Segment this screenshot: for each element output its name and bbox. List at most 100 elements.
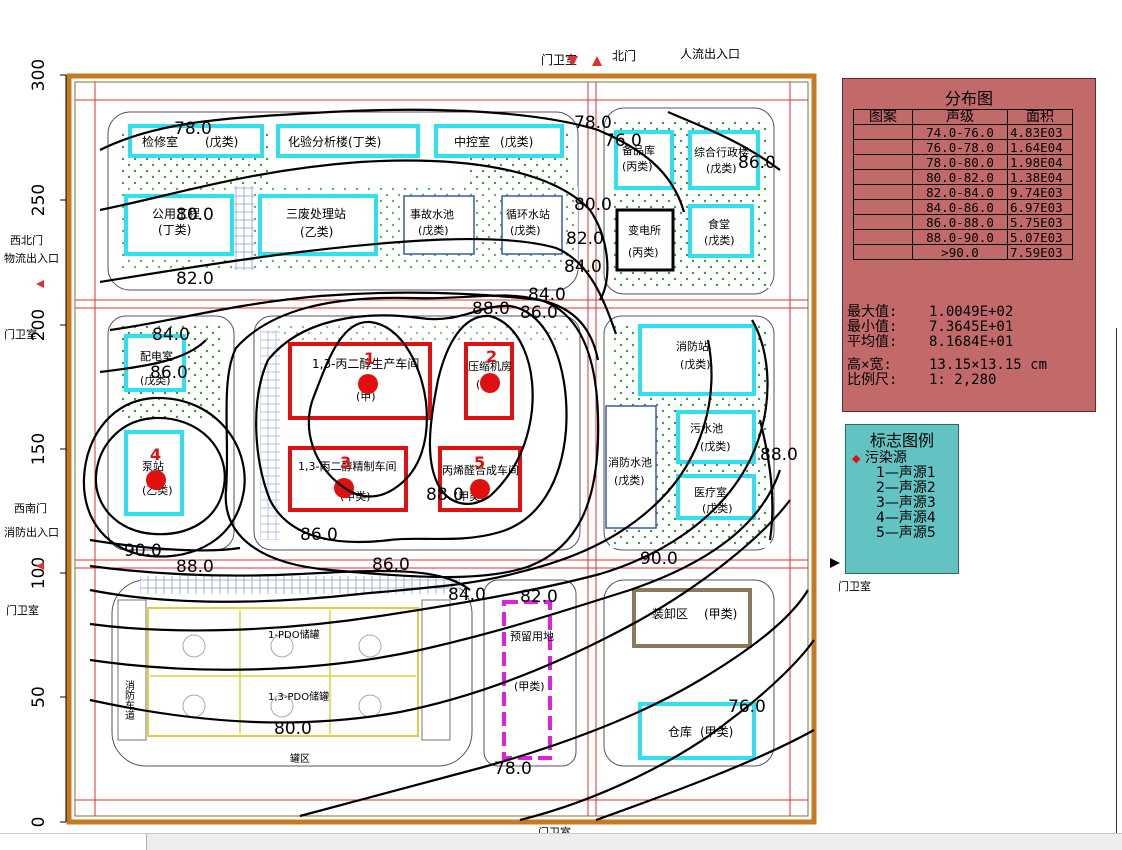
svg-text:消防出入口: 消防出入口 (4, 525, 59, 539)
legend-item: 1—声源1 (876, 465, 936, 481)
svg-text:88.0: 88.0 (472, 299, 510, 319)
svg-text:物流出入口: 物流出入口 (4, 251, 59, 265)
legend-title: 标志图例 (869, 431, 934, 450)
gate-labels: 门卫室 北门 人流出入口 西北门 物流出入口 门卫室 西南门 消防出入口 门卫室… (4, 47, 871, 839)
contour-80-top (99, 159, 609, 301)
row-level: 82.0-84.0 (912, 184, 1008, 200)
stat-avg: 平均值:8.1684E+01 (847, 335, 1047, 350)
svg-text:(甲类): (甲类) (514, 679, 545, 693)
svg-text:76.0: 76.0 (728, 697, 766, 717)
contour-inner-2 (428, 314, 534, 505)
svg-text:78.0: 78.0 (494, 759, 532, 779)
stat-value: 13.15×13.15 cm (929, 357, 1048, 373)
row-level: 84.0-86.0 (912, 199, 1008, 215)
contour-82 (99, 237, 618, 335)
svg-text:(戊类): (戊类) (704, 233, 735, 247)
y-tick-100: 100 (29, 557, 66, 589)
svg-text:2: 2 (486, 347, 497, 366)
row-level: 80.0-82.0 (912, 169, 1008, 185)
building-pdo-production: 1,3-丙二醇生产车间 (甲) (288, 342, 432, 420)
contour-88-pump (82, 396, 246, 558)
building-control-room: 中控室 (戊类) (434, 124, 564, 158)
layout-tab[interactable] (0, 834, 147, 850)
contour-86-south (89, 339, 713, 603)
svg-text:4: 4 (150, 445, 161, 464)
stat-label: 最小值: (847, 319, 898, 335)
stat-value: 7.3645E+01 (929, 319, 1014, 335)
svg-text:人流出入口: 人流出入口 (680, 47, 740, 61)
svg-text:88.0: 88.0 (426, 485, 464, 505)
svg-text:86.0: 86.0 (738, 153, 776, 173)
svg-text:(戊类): (戊类) (680, 357, 711, 371)
building-waste-treatment: 三废处理站 (乙类) (258, 194, 378, 256)
svg-text:1-PDO储罐: 1-PDO储罐 (268, 628, 320, 641)
svg-text:1,3-PDO储罐: 1,3-PDO储罐 (268, 690, 329, 703)
svg-text:(甲类): (甲类) (704, 607, 737, 621)
row-area: 4.83E03 (1007, 124, 1073, 140)
svg-text:装卸区: 装卸区 (652, 606, 688, 621)
row-area: 6.97E03 (1007, 199, 1073, 215)
building-utilities: 公用工程 (丁类) (124, 194, 234, 256)
contour-82-south (89, 469, 782, 671)
row-level: 88.0-90.0 (912, 229, 1008, 245)
building-pdo-refining: 1,3-丙二醇精制车间 (甲类) (288, 446, 408, 512)
row-level: 74.0-76.0 (912, 124, 1008, 140)
row-level: 86.0-88.0 (912, 214, 1008, 230)
svg-text:(戊类): (戊类) (140, 373, 171, 387)
source-5: 5 (470, 453, 490, 499)
svg-text:82.0: 82.0 (566, 229, 604, 249)
svg-text:250: 250 (29, 184, 49, 216)
legend-item: 3—声源3 (876, 495, 936, 511)
row-area: 1.64E04 (1007, 139, 1073, 155)
building-substation: 变电所 (丙类) (615, 208, 675, 272)
svg-text:事故水池: 事故水池 (410, 207, 454, 221)
svg-text:污水池: 污水池 (690, 422, 723, 435)
svg-text:1: 1 (364, 349, 375, 368)
building-sewage-pool: 污水池 (戊类) (676, 410, 756, 464)
legend-panel: 标志图例 ◆ 污染源 1—声源1 2—声源2 3—声源3 4—声源4 5—声源5 (845, 424, 959, 574)
stat-value: 1.0049E+02 (929, 304, 1014, 320)
svg-text:(戊类): (戊类) (700, 439, 731, 453)
svg-text:门卫室: 门卫室 (6, 603, 39, 617)
svg-text:循环水站: 循环水站 (506, 207, 550, 221)
building-fire-water-pool: 消防水池 (戊类) (605, 405, 657, 529)
svg-text:检修室: 检修室 (142, 134, 178, 149)
svg-text:1,3-丙二醇精制车间: 1,3-丙二醇精制车间 (298, 459, 396, 473)
source-2: 2 (480, 347, 500, 393)
svg-text:82.0: 82.0 (176, 269, 214, 289)
row-pattern (853, 244, 913, 260)
row-area: 1.98E04 (1007, 154, 1073, 170)
svg-text:90.0: 90.0 (124, 541, 162, 561)
svg-text:300: 300 (29, 59, 49, 91)
contour-inner-1 (307, 320, 428, 498)
svg-text:(戊类): (戊类) (510, 223, 541, 237)
row-level: >90.0 (912, 244, 1008, 260)
contour-84-north (109, 291, 600, 361)
svg-text:82.0: 82.0 (520, 587, 558, 607)
svg-text:(甲类): (甲类) (700, 725, 733, 739)
contour-80-south (89, 499, 791, 724)
svg-text:90.0: 90.0 (640, 549, 678, 569)
contour-east-78 (758, 419, 774, 541)
stat-min: 最小值: 7.3645E+01 (847, 320, 1047, 335)
status-bar (0, 833, 1122, 850)
contour-86-west (99, 339, 207, 374)
svg-text:西北门: 西北门 (10, 233, 43, 247)
legend-heading-label: 污染源 (864, 450, 907, 466)
svg-text:88.0: 88.0 (760, 445, 798, 465)
building-lab: 化验分析楼(丁类) (276, 124, 420, 158)
svg-text:80.0: 80.0 (274, 719, 312, 739)
svg-text:150: 150 (29, 433, 49, 465)
svg-text:医疗室: 医疗室 (694, 485, 727, 499)
stat-max: 最大值:1.0049E+02 (847, 305, 1047, 320)
svg-text:丙烯醛合成车间: 丙烯醛合成车间 (442, 463, 519, 477)
svg-text:84.0: 84.0 (528, 285, 566, 305)
legend-heading: ◆ 污染源 (852, 451, 958, 466)
stat-label: 平均值: (847, 334, 898, 350)
